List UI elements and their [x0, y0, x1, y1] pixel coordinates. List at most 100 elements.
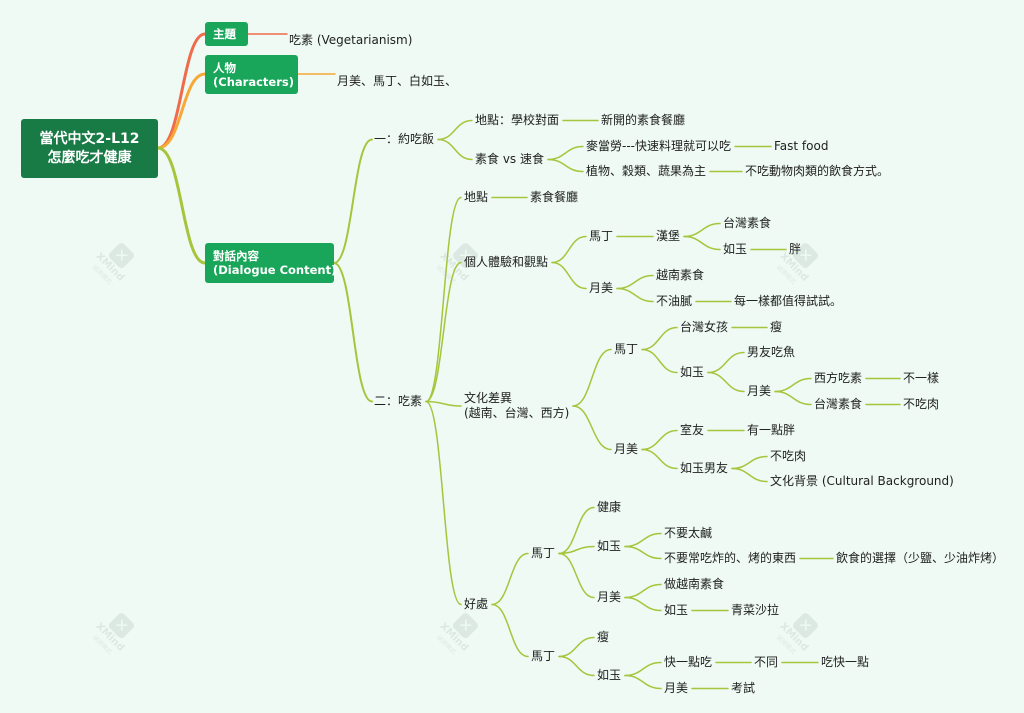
node-s2-place-v[interactable]: 素食餐廳 — [530, 190, 578, 205]
node-label: 不吃肉 — [903, 397, 940, 411]
connector-c-yuemei-c-ruyubf — [641, 448, 678, 470]
node-label: 地點 — [464, 190, 489, 204]
connector-b2-ruyu-b2-yuemei — [624, 674, 662, 690]
node-c-ruyubf[interactable]: 如玉男友 — [680, 461, 728, 476]
node-e-yuemei[interactable]: 月美 — [589, 281, 613, 296]
node-label: 不要太鹹 — [664, 526, 713, 540]
node-b2-diff[interactable]: 不同 — [754, 655, 778, 670]
node-c-nomeat2[interactable]: 不吃肉 — [770, 449, 806, 464]
topic-characters[interactable]: 人物 (Characters) — [205, 55, 298, 94]
node-label: 月美 — [747, 384, 772, 398]
node-chars-v[interactable]: 月美、馬丁、白如玉、 — [337, 74, 457, 89]
node-theme-v[interactable]: 吃素 (Vegetarianism) — [289, 33, 412, 48]
node-b1-ruyu2[interactable]: 如玉 — [664, 603, 688, 618]
node-b2-yuemei[interactable]: 月美 — [664, 681, 688, 696]
node-c-west[interactable]: 西方吃素 — [814, 371, 862, 386]
connector-e-yuemei-e-nogreasy — [616, 287, 654, 303]
node-label: 一：約吃飯 — [374, 132, 435, 146]
node-label: 馬丁 — [531, 649, 556, 663]
node-label: 如玉 — [597, 539, 622, 553]
node-b1-ruyu[interactable]: 如玉 — [597, 539, 621, 554]
node-b1-martin[interactable]: 馬丁 — [531, 546, 555, 561]
node-b1-vn[interactable]: 做越南素食 — [664, 577, 724, 592]
node-sublabel: (越南、台灣、西方) — [464, 406, 570, 420]
node-s2-place[interactable]: 地點 — [464, 190, 488, 205]
node-e-twveg[interactable]: 台灣素食 — [723, 216, 771, 231]
node-e-worth[interactable]: 每一樣都值得試試。 — [734, 294, 842, 309]
node-label: 青菜沙拉 — [731, 603, 780, 617]
node-label: 新開的素食餐廳 — [601, 113, 686, 127]
node-c-yuemei[interactable]: 月美 — [614, 442, 638, 457]
node-s2-exp[interactable]: 個人體驗和觀點 — [464, 255, 548, 270]
connector-b1-martin-b1-health — [558, 506, 595, 555]
connector-e-burger-e-ruyu — [683, 235, 721, 251]
node-s1-place[interactable]: 地點：學校對面 — [475, 113, 559, 128]
node-b2-martin[interactable]: 馬丁 — [531, 649, 555, 664]
node-label: 男友吃魚 — [747, 345, 796, 359]
node-s1-mcd[interactable]: 麥當勞---快速料理就可以吃 — [586, 139, 731, 154]
node-c-roommate[interactable]: 室友 — [680, 423, 704, 438]
node-e-martin[interactable]: 馬丁 — [589, 229, 613, 244]
node-b1-fried[interactable]: 不要常吃炸的、烤的東西 — [664, 551, 796, 566]
node-c-diff[interactable]: 不一樣 — [903, 371, 939, 386]
node-label: 素食 vs 速食 — [475, 152, 544, 166]
node-s2-benefit[interactable]: 好處 — [464, 597, 488, 612]
connector-s2-culture-c-martin — [572, 348, 612, 407]
node-b2-exam[interactable]: 考試 — [731, 681, 755, 696]
node-b1-yuemei[interactable]: 月美 — [597, 590, 621, 605]
node-e-ruyu[interactable]: 如玉 — [723, 242, 747, 257]
node-label: 台灣素食 — [723, 216, 772, 230]
node-s1-vs[interactable]: 素食 vs 速食 — [475, 152, 544, 167]
connector-c-martin-c-ruyu — [641, 348, 678, 374]
node-label: 健康 — [597, 500, 622, 514]
connector-c-ruyu-c-yuemei-sub — [707, 371, 745, 393]
node-c-martin[interactable]: 馬丁 — [614, 342, 638, 357]
connector-dialogue-s2 — [333, 262, 373, 403]
node-s1-plants[interactable]: 植物、穀類、蔬果為主 — [586, 164, 706, 179]
connector-c-yuemei-sub-c-twveg — [774, 390, 812, 406]
node-c-nomeat[interactable]: 不吃肉 — [903, 397, 939, 412]
node-b2-faster[interactable]: 快一點吃 — [664, 655, 712, 670]
topic-theme[interactable]: 主題 — [205, 22, 248, 46]
node-b1-salty[interactable]: 不要太鹹 — [664, 526, 712, 541]
connector-s2-culture-c-yuemei — [572, 405, 612, 451]
node-label: 月美 — [614, 442, 639, 456]
node-e-nogreasy[interactable]: 不油膩 — [656, 294, 692, 309]
connector-c-yuemei-c-roommate — [641, 429, 678, 451]
node-e-vnveg[interactable]: 越南素食 — [656, 268, 704, 283]
node-c-cultbg[interactable]: 文化背景 (Cultural Background) — [770, 474, 954, 489]
node-c-bitfat[interactable]: 有一點胖 — [747, 423, 795, 438]
node-s1-ff[interactable]: Fast food — [774, 139, 828, 154]
node-b1-choice[interactable]: 飲食的選擇（少鹽、少油炸烤） — [836, 551, 1004, 566]
topic-dialogue-label: 對話內容 — [213, 249, 259, 263]
node-label: 馬丁 — [614, 342, 639, 356]
node-s1-nomeat[interactable]: 不吃動物肉類的飲食方式。 — [745, 164, 889, 179]
connector-root-characters — [156, 72, 207, 150]
node-c-thin[interactable]: 瘦 — [770, 320, 782, 335]
connector-b1-yuemei-b1-ruyu2 — [624, 596, 662, 612]
node-c-twveg[interactable]: 台灣素食 — [814, 397, 862, 412]
node-c-ruyu[interactable]: 如玉 — [680, 365, 704, 380]
connector-s2-s2-exp — [425, 261, 462, 403]
node-b2-thin[interactable]: 瘦 — [597, 630, 609, 645]
node-c-twgirl[interactable]: 台灣女孩 — [680, 320, 728, 335]
connector-s2-s2-benefit — [425, 400, 462, 606]
node-c-yuemei-sub[interactable]: 月美 — [747, 384, 771, 399]
node-b1-salad[interactable]: 青菜沙拉 — [731, 603, 779, 618]
node-e-burger[interactable]: 漢堡 — [656, 229, 680, 244]
node-s1-place-v[interactable]: 新開的素食餐廳 — [601, 113, 685, 128]
node-s1[interactable]: 一：約吃飯 — [374, 132, 434, 147]
node-label: 室友 — [680, 423, 705, 437]
node-s2-culture[interactable]: 文化差異(越南、台灣、西方) — [464, 391, 569, 421]
topic-dialogue-content[interactable]: 對話內容 (Dialogue Content) — [205, 243, 336, 283]
node-b1-health[interactable]: 健康 — [597, 500, 621, 515]
node-c-bffish[interactable]: 男友吃魚 — [747, 345, 795, 360]
connector-s2-s2-culture — [425, 400, 462, 407]
node-s2[interactable]: 二：吃素 — [374, 394, 422, 409]
node-b2-ruyu[interactable]: 如玉 — [597, 668, 621, 683]
node-b2-eatfast[interactable]: 吃快一點 — [821, 655, 869, 670]
node-e-fat[interactable]: 胖 — [789, 242, 801, 257]
